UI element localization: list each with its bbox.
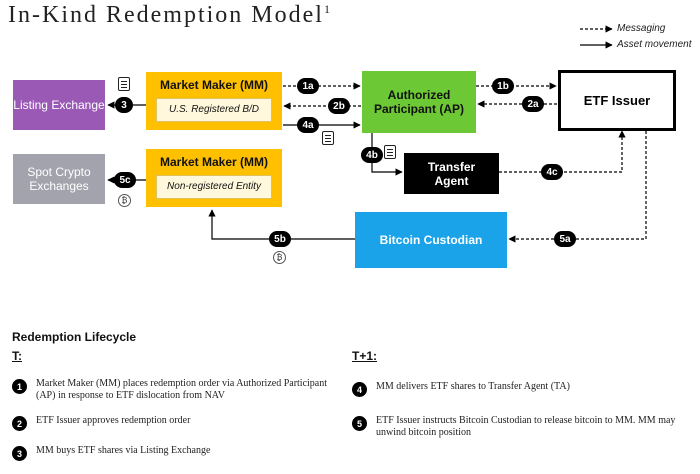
node-etf-issuer: ETF Issuer bbox=[558, 70, 676, 131]
bitcoin-icon: ₿ bbox=[273, 251, 286, 264]
step-label-4c: 4c bbox=[541, 164, 563, 180]
page-title: In-Kind Redemption Model1 bbox=[8, 2, 330, 28]
mm-registered-subtitle: U.S. Registered B/D bbox=[156, 98, 272, 122]
arrow-5a bbox=[508, 131, 647, 243]
step-label-1a: 1a bbox=[297, 78, 319, 94]
step-label-3: 3 bbox=[115, 97, 133, 113]
arrow-4b bbox=[371, 133, 403, 176]
legend-asset-label: Asset movement bbox=[617, 39, 692, 50]
lifecycle-heading: Redemption Lifecycle bbox=[12, 330, 137, 344]
document-icon bbox=[118, 77, 130, 91]
bitcoin-icon: ₿ bbox=[118, 194, 131, 207]
arrow-5b bbox=[208, 209, 355, 240]
node-market-maker-registered: Market Maker (MM) U.S. Registered B/D bbox=[146, 72, 282, 130]
step-label-5b: 5b bbox=[269, 231, 291, 247]
step-label-4a: 4a bbox=[297, 117, 319, 133]
step-label-5c: 5c bbox=[114, 172, 136, 188]
step-label-2b: 2b bbox=[328, 98, 350, 114]
mm-nonregistered-subtitle: Non-registered Entity bbox=[156, 175, 272, 199]
document-icon bbox=[384, 145, 396, 159]
arrow-4c bbox=[499, 130, 626, 173]
node-market-maker-nonregistered: Market Maker (MM) Non-registered Entity bbox=[146, 149, 282, 207]
lifecycle-step-2: 2 ETF Issuer approves redemption order bbox=[12, 415, 332, 431]
node-transfer-agent: Transfer Agent bbox=[404, 153, 499, 194]
lifecycle-t1-heading: T+1: bbox=[352, 349, 378, 363]
document-icon bbox=[322, 131, 334, 145]
node-bitcoin-custodian: Bitcoin Custodian bbox=[355, 212, 507, 268]
lifecycle-t-heading: T: bbox=[12, 349, 22, 363]
node-authorized-participant: Authorized Participant (AP) bbox=[362, 71, 476, 133]
step-label-5a: 5a bbox=[554, 231, 576, 247]
step-label-1b: 1b bbox=[492, 78, 514, 94]
step-label-2a: 2a bbox=[522, 96, 544, 112]
lifecycle-step-3: 3 MM buys ETF shares via Listing Exchang… bbox=[12, 445, 332, 461]
legend-messaging-label: Messaging bbox=[617, 23, 666, 34]
lifecycle-step-5: 5 ETF Issuer instructs Bitcoin Custodian… bbox=[352, 415, 687, 439]
lifecycle-step-1: 1 Market Maker (MM) places redemption or… bbox=[12, 378, 332, 402]
node-listing-exchange: Listing Exchange bbox=[13, 80, 105, 130]
step-label-4b: 4b bbox=[361, 147, 383, 163]
lifecycle-step-4: 4 MM delivers ETF shares to Transfer Age… bbox=[352, 381, 687, 397]
node-spot-crypto-exchanges: Spot Crypto Exchanges bbox=[13, 154, 105, 204]
